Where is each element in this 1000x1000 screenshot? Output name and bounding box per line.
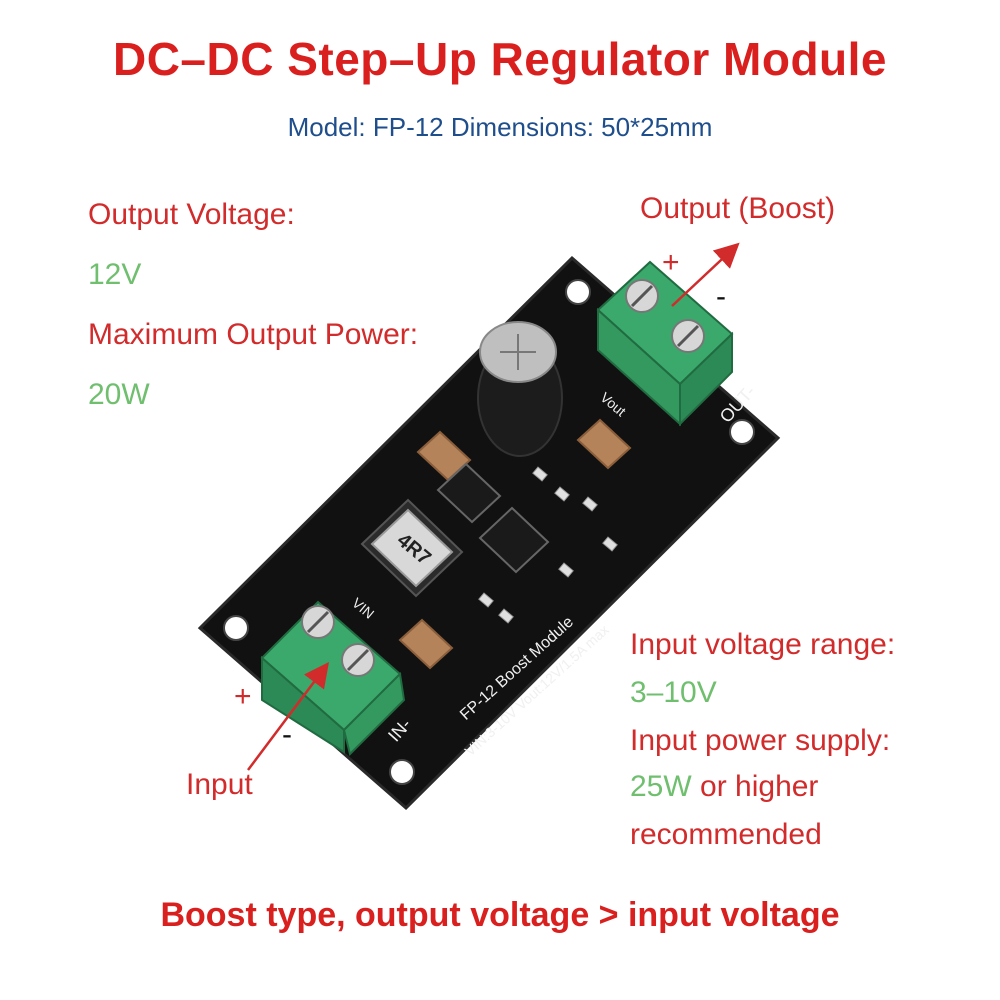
ic-chip-icon (436, 462, 550, 574)
input-power-recommended: recommended (630, 818, 822, 851)
smd-capacitor-icon (398, 418, 632, 670)
mount-hole-icon (565, 279, 591, 305)
max-output-power-label: Maximum Output Power: (88, 318, 419, 351)
input-label: Input (186, 768, 253, 801)
mount-hole-icon (223, 615, 249, 641)
input-plus-label: + (234, 680, 252, 713)
output-minus-label: - (716, 280, 726, 313)
output-boost-label: Output (Boost) (640, 192, 836, 225)
max-output-power-value: 20W (88, 378, 150, 411)
footer-note: Boost type, output voltage > input volta… (160, 896, 840, 934)
page-title: DC–DC Step–Up Regulator Module (112, 33, 888, 85)
input-minus-label: - (282, 718, 292, 751)
input-terminal-block (260, 600, 406, 756)
inductor-icon: 4R7 (360, 498, 464, 598)
output-terminal-block (596, 260, 734, 427)
mount-hole-icon (729, 419, 755, 445)
output-arrow-icon (671, 242, 740, 307)
mount-hole-icon (389, 759, 415, 785)
input-voltage-range-value: 3–10V (630, 676, 717, 709)
input-power-suffix: or higher (691, 770, 819, 803)
input-voltage-range-label: Input voltage range: (630, 628, 896, 661)
input-arrow-icon (247, 662, 329, 771)
input-power-value: 25W (630, 770, 692, 803)
output-plus-label: + (662, 246, 680, 279)
input-power-supply-value: 25W or higher (630, 770, 818, 804)
capacitor-icon (477, 321, 563, 457)
input-power-supply-label: Input power supply: (630, 724, 891, 757)
model-dimensions: Model: FP-12 Dimensions: 50*25mm (287, 112, 713, 142)
output-voltage-label: Output Voltage: (88, 198, 295, 231)
output-voltage-value: 12V (88, 258, 142, 291)
